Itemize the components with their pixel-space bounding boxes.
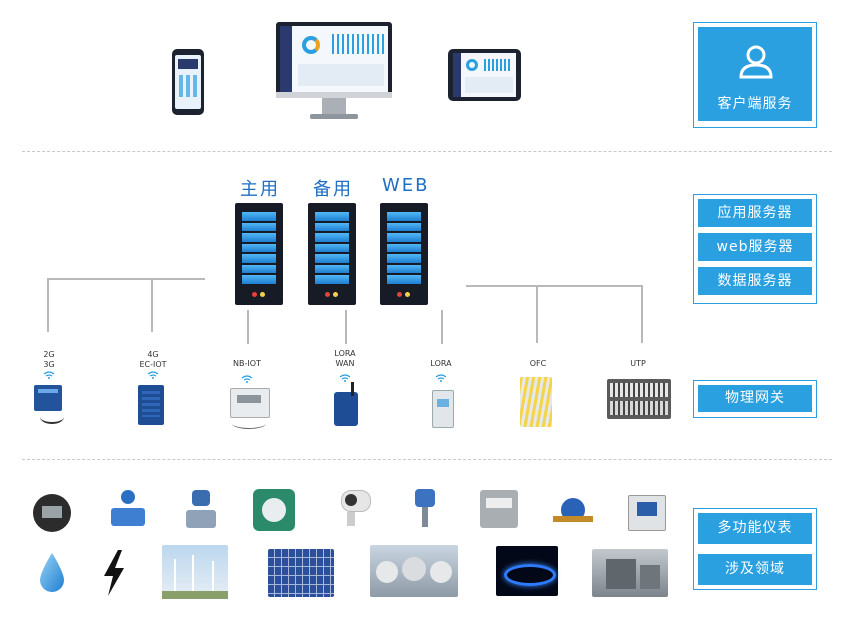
water-drop-icon: [40, 553, 64, 592]
wifi-icon: [339, 374, 351, 382]
connector-line: [345, 310, 347, 344]
pressure-transmitter-device: [186, 490, 216, 532]
connector-line: [151, 278, 153, 332]
water-meter-device: [253, 489, 295, 531]
gateway-device-ofc: [520, 377, 552, 427]
server-backup: [308, 203, 356, 305]
level-sensor-device: [411, 489, 439, 529]
gateway-device-lora: [432, 390, 454, 428]
antenna: [351, 382, 354, 396]
smart-water-meter-device: [553, 494, 593, 528]
server-title-web: WEB: [382, 175, 430, 196]
connector-line: [47, 278, 205, 280]
server-primary: [235, 203, 283, 305]
web-server-label: web服务器: [698, 233, 812, 261]
gateway-label-ofc: OFC: [529, 359, 547, 368]
gas-tanks-image: [370, 545, 458, 597]
gateway-label-nbiot: NB-IOT: [233, 359, 261, 368]
gateway-device-lorawan: [334, 392, 358, 426]
client-service-label: 客户端服务: [717, 96, 793, 112]
application-domain-label: 涉及领域: [698, 554, 812, 585]
client-service-button: 客户端服务: [698, 27, 812, 121]
gateway-panel: 物理网关: [693, 380, 817, 418]
gateway-device-4g: [138, 385, 164, 425]
tablet-device: [448, 49, 521, 101]
user-icon: [739, 45, 773, 79]
gas-flame-image: [496, 546, 558, 596]
wifi-icon: [43, 371, 55, 379]
connector-line: [47, 278, 49, 332]
gateway-device-utp: [607, 379, 671, 419]
server-title-backup: 备用: [313, 179, 353, 200]
desktop-monitor-device: [276, 22, 392, 120]
gateway-label-lora: LORA: [430, 359, 452, 368]
multifunction-meter-label: 多功能仪表: [698, 513, 812, 544]
gateway-label-2g3g: 2G 3G: [43, 350, 55, 369]
power-meter-device: [628, 495, 666, 531]
client-service-panel: 客户端服务: [693, 22, 817, 128]
field-panel: 多功能仪表 涉及领域: [693, 508, 817, 590]
layer-divider: [22, 459, 832, 460]
gateway-label-lorawan: LORA WAN: [334, 349, 356, 368]
transformer-substation-image: [592, 549, 668, 597]
server-title-primary: 主用: [240, 179, 280, 200]
wind-turbines-image: [162, 545, 228, 599]
connector-line: [247, 310, 249, 344]
data-server-label: 数据服务器: [698, 267, 812, 295]
antenna: [40, 410, 64, 424]
wifi-icon: [435, 374, 447, 382]
connector-line: [536, 285, 538, 343]
connector-line: [466, 285, 642, 287]
layer-divider: [22, 151, 832, 152]
gateway-cable: [232, 418, 266, 429]
meter-display-device: [33, 494, 71, 532]
gateway-label-utp: UTP: [630, 359, 646, 368]
lightning-icon: [104, 550, 124, 596]
wifi-icon: [147, 371, 159, 379]
connector-line: [641, 285, 643, 343]
gateway-device-2g3g: [34, 385, 62, 411]
server-panel: 应用服务器 web服务器 数据服务器: [693, 194, 817, 304]
gas-meter-device: [480, 490, 518, 528]
gateway-device-nbiot: [230, 388, 270, 418]
gateway-label: 物理网关: [698, 385, 812, 412]
solar-panel-image: [268, 549, 334, 597]
gateway-label-4g: 4G EC-IOT: [139, 350, 167, 369]
connector-line: [441, 310, 443, 344]
smartphone-device: [172, 49, 204, 115]
app-server-label: 应用服务器: [698, 199, 812, 227]
server-web: [380, 203, 428, 305]
camera-device: [331, 490, 371, 528]
wifi-icon: [241, 375, 253, 383]
flowmeter-device: [111, 490, 145, 532]
